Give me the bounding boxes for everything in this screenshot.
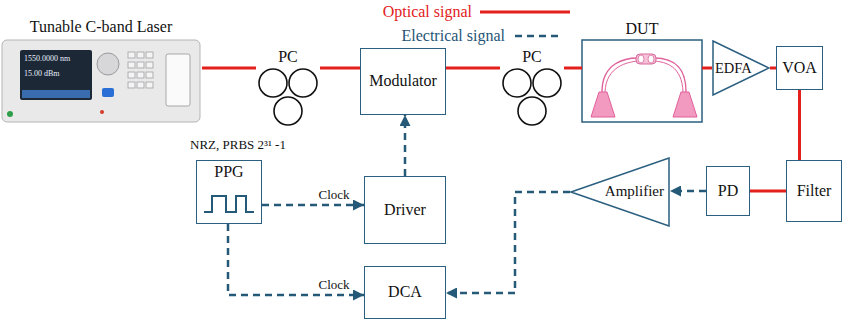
polarization-controller: PC: [256, 48, 320, 128]
node-label: VOA: [782, 59, 817, 77]
waveform-symbol: [204, 196, 254, 212]
triangle-outline: [713, 41, 769, 95]
pattern-generator-box: PPG: [196, 160, 262, 224]
electrical-link: [404, 115, 407, 176]
legend-sample-line: [480, 11, 570, 14]
optical-link: [702, 67, 712, 70]
photodiode-box: PD: [706, 166, 750, 216]
edge-label: Clock: [316, 278, 351, 293]
polarization-controller: [503, 69, 561, 125]
amplifier-triangle: EDFA: [712, 40, 770, 96]
electrical-link: [262, 204, 364, 207]
legend-sample-line: [515, 35, 560, 38]
electrical-link: [446, 192, 570, 293]
modulator-box: Modulator: [360, 48, 446, 115]
node-label: PC: [522, 48, 542, 66]
attenuator-box: VOA: [776, 46, 823, 90]
node-label: DCA: [388, 283, 422, 301]
node-label: PD: [718, 182, 738, 200]
edge-label: Clock: [316, 188, 351, 203]
optical-link: [202, 67, 256, 70]
optical-link: [320, 67, 360, 70]
optical-link: [798, 90, 801, 160]
amplifier-triangle: Amplifier: [570, 157, 670, 227]
node-label: Driver: [384, 201, 426, 219]
node-label: Amplifier: [605, 183, 664, 200]
legend-text: Optical signal: [383, 3, 472, 21]
display-reading: 15.00 dBm: [24, 69, 60, 78]
node-label: PC: [278, 48, 298, 66]
dut-illustration: [582, 40, 702, 122]
electrical-link: [228, 224, 364, 295]
node-label: Filter: [797, 182, 832, 200]
laser-illustration: [2, 40, 200, 122]
polarization-controller: [259, 69, 317, 125]
node-label: DUT: [626, 20, 659, 38]
signal-spec: NRZ, PRBS 2³¹ -1: [190, 138, 286, 153]
node-label: PPG: [214, 163, 243, 181]
node-label: Modulator: [369, 72, 437, 90]
driver-box: Driver: [364, 176, 446, 244]
node-label: Tunable C-band Laser: [30, 18, 173, 36]
triangle-outline: [571, 158, 669, 226]
optical-link: [446, 67, 500, 70]
node-label: EDFA: [715, 60, 752, 77]
oscilloscope-box: DCA: [364, 266, 446, 319]
electrical-link: [670, 190, 706, 193]
optical-link: [750, 190, 786, 193]
optical-link: [564, 67, 582, 70]
display-reading: 1550.0000 nm: [24, 54, 70, 63]
filter-box: Filter: [786, 160, 842, 222]
legend-text: Electrical signal: [401, 27, 505, 45]
dut-box: DUT: [582, 20, 702, 122]
polarization-controller: PC: [500, 48, 564, 128]
